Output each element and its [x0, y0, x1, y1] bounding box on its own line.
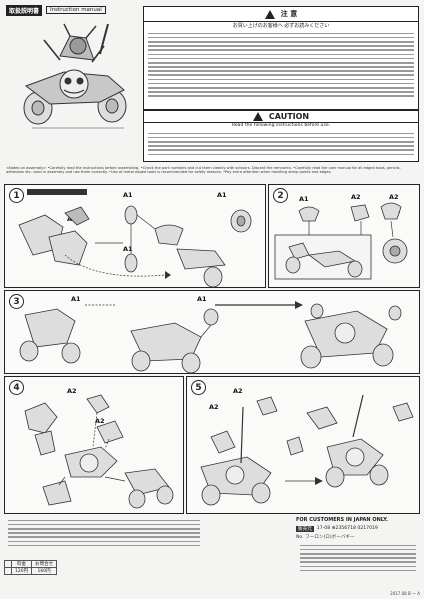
footer-right-text: [296, 542, 420, 590]
product-name: No. フーロン(ロ)ボーバギー: [296, 535, 355, 540]
part-label: A2: [95, 417, 105, 425]
step-4-number: 4: [9, 380, 24, 395]
seller-badge: 販売元: [296, 526, 314, 532]
caution-en-subtitle: Read the following instructions before u…: [143, 123, 419, 130]
step-3-diagram: [19, 301, 402, 374]
part-label: A2: [351, 193, 361, 201]
step-2-diagram: [274, 202, 408, 280]
caution-en-title: CAUTION: [268, 112, 310, 121]
manual-title-jp: 取扱説明書: [6, 4, 43, 16]
product-code-row: 販売元 17-08 ⊕2356718 0217019: [296, 526, 420, 532]
step-1-number: 1: [9, 188, 24, 203]
part-label: A1: [217, 191, 227, 199]
manual-title-en: Instruction manual: [46, 6, 106, 14]
table-row: 120円 160円: [4, 567, 58, 575]
step-5-panel: 5 A2 A2: [186, 376, 420, 514]
part-label: A1: [123, 245, 133, 253]
step-1-diagram: [18, 205, 252, 288]
caution-jp-subtitle: お買い上げのお客様へ 必ずお読みください: [143, 22, 419, 30]
caution-jp-title: 注 意: [280, 10, 298, 18]
footer-info: [4, 517, 214, 595]
table-cell: 120円: [10, 567, 33, 575]
print-code: 2017.08 B ー A: [390, 591, 420, 596]
part-label: A2: [67, 387, 77, 395]
part-label: A1: [197, 295, 207, 303]
caution-jp-banner: 注 意: [143, 6, 419, 22]
warning-icon: [264, 9, 275, 19]
assembly-notes: <Notes on assembly> •Carefully read the …: [6, 166, 401, 174]
step-2-number: 2: [273, 188, 288, 203]
step-4-diagram: [24, 394, 174, 509]
hero-illustration: [23, 23, 127, 129]
step-5-diagram: [200, 394, 414, 506]
footer-text-block: [4, 517, 204, 557]
pricing-table: 料金 お問合せ 120円 160円: [4, 560, 58, 575]
table-cell: 料金: [10, 560, 33, 568]
table-row: 料金 お問合せ: [4, 560, 58, 568]
part-label: A1: [299, 195, 309, 203]
caution-en-banner: CAUTION: [143, 110, 419, 123]
part-label: A2: [389, 193, 399, 201]
table-cell: [4, 567, 12, 575]
table-cell: お問合せ: [31, 560, 58, 568]
step-3-panel: 3 A1 A1: [4, 290, 420, 374]
caution-jp-body: [143, 30, 419, 110]
step-1-panel: 1 A1 A2 A1 A1 A1: [4, 184, 266, 288]
caution-en-body: [143, 130, 419, 162]
step-3-number: 3: [9, 294, 24, 309]
table-cell: 160円: [31, 567, 58, 575]
product-code: 17-08 ⊕2356718 0217019: [316, 526, 378, 531]
part-label: A1: [123, 191, 133, 199]
customers-japan-label: FOR CUSTOMERS IN JAPAN ONLY.: [296, 517, 388, 523]
step-5-number: 5: [191, 380, 206, 395]
part-label: A2: [233, 387, 243, 395]
step-2-panel: 2 A1 A2 A2 A1: [268, 184, 420, 288]
manual-header: 取扱説明書 Instruction manual: [6, 4, 136, 16]
part-label: A2: [209, 403, 219, 411]
table-cell: [4, 560, 12, 568]
step-1-tag: [27, 189, 87, 195]
part-label: A1: [71, 295, 81, 303]
warning-icon: [252, 112, 263, 121]
step-4-panel: 4 A2 A2: [4, 376, 184, 514]
